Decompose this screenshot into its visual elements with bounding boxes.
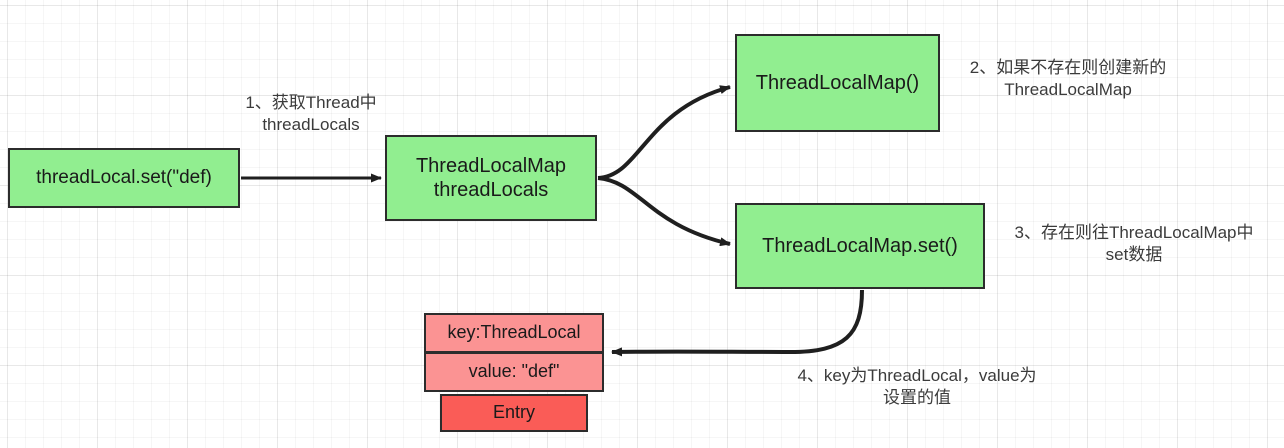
edge-threadlocals-to-map-set [597, 176, 731, 247]
entry-label-cell[interactable]: Entry [440, 394, 588, 432]
node-threadlocals-field[interactable]: ThreadLocalMap threadLocals [385, 135, 597, 221]
entry-value-cell[interactable]: value: "def" [424, 352, 604, 392]
edge-map-set-to-entry [611, 289, 864, 357]
edge-threadlocals-to-map-ctor [597, 85, 731, 180]
node-threadlocalmap-constructor[interactable]: ThreadLocalMap() [735, 34, 940, 132]
annotation-step-1: 1、获取Thread中 threadLocals [245, 93, 377, 135]
annotation-step-4: 4、key为ThreadLocal，value为 设置的值 [797, 366, 1037, 408]
node-threadlocal-set[interactable]: threadLocal.set("def) [8, 148, 240, 208]
node-threadlocalmap-set[interactable]: ThreadLocalMap.set() [735, 203, 985, 289]
annotation-step-3: 3、存在则往ThreadLocalMap中 set数据 [1014, 223, 1254, 265]
entry-key-cell[interactable]: key:ThreadLocal [424, 313, 604, 353]
annotation-step-2: 2、如果不存在则创建新的 ThreadLocalMap [969, 58, 1167, 100]
